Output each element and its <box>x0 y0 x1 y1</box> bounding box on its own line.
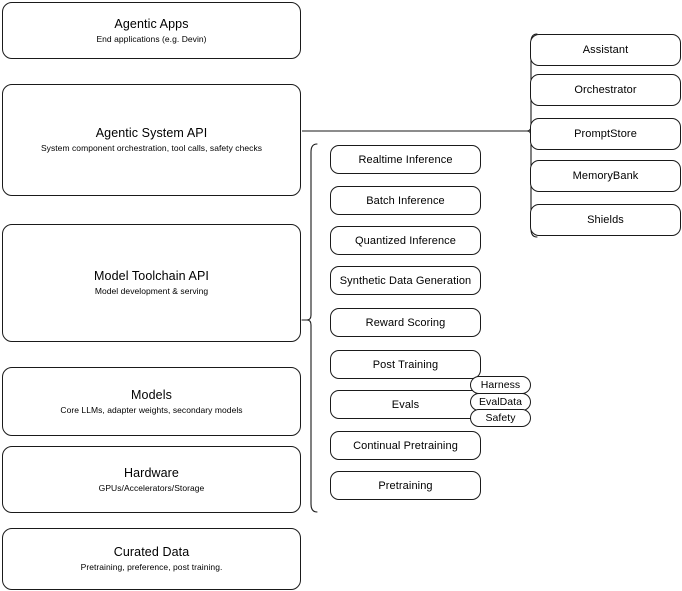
system-component-label: Assistant <box>582 44 629 56</box>
toolchain-component-quantized-inference[interactable]: Quantized Inference <box>330 226 481 255</box>
system-component-label: PromptStore <box>574 128 637 140</box>
system-component-orchestrator[interactable]: Orchestrator <box>530 74 681 106</box>
toolchain-component-label: Evals <box>391 398 420 411</box>
stack-layer-title: Agentic System API <box>95 126 208 140</box>
stack-layer-curated-data[interactable]: Curated Data Pretraining, preference, po… <box>2 528 301 590</box>
toolchain-component-label: Reward Scoring <box>365 316 446 329</box>
evals-subcomponent-label: Safety <box>485 412 516 424</box>
toolchain-component-label: Quantized Inference <box>355 234 456 247</box>
system-component-label: Orchestrator <box>574 84 637 96</box>
toolchain-component-batch-inference[interactable]: Batch Inference <box>330 186 481 215</box>
toolchain-component-label: Pretraining <box>378 479 433 492</box>
evals-subcomponent-label: EvalData <box>478 396 522 408</box>
toolchain-component-label: Batch Inference <box>366 194 445 207</box>
stack-layer-subtitle: End applications (e.g. Devin) <box>96 33 207 44</box>
stack-layer-subtitle: System component orchestration, tool cal… <box>40 143 263 153</box>
stack-layer-subtitle: Pretraining, preference, post training. <box>80 562 223 572</box>
system-component-assistant[interactable]: Assistant <box>530 34 681 66</box>
toolchain-component-synthetic-data-generation[interactable]: Synthetic Data Generation <box>330 266 481 295</box>
stack-layer-subtitle: Model development & serving <box>94 286 209 296</box>
stack-layer-agentic-apps[interactable]: Agentic Apps End applications (e.g. Devi… <box>2 2 301 59</box>
stack-layer-title: Models <box>131 387 172 402</box>
stack-layer-model-toolchain-api[interactable]: Model Toolchain API Model development & … <box>2 224 301 342</box>
evals-subcomponent-label: Harness <box>480 379 521 391</box>
toolchain-component-pretraining[interactable]: Pretraining <box>330 471 481 500</box>
system-component-label: MemoryBank <box>572 170 639 182</box>
evals-subcomponent-safety[interactable]: Safety <box>470 409 531 427</box>
stack-layer-title: Model Toolchain API <box>94 269 209 283</box>
system-component-label: Shields <box>587 214 624 226</box>
toolchain-component-reward-scoring[interactable]: Reward Scoring <box>330 308 481 337</box>
toolchain-component-label: Post Training <box>372 358 439 371</box>
toolchain-component-label: Continual Pretraining <box>353 439 458 452</box>
toolchain-component-realtime-inference[interactable]: Realtime Inference <box>330 145 481 174</box>
stack-layer-hardware[interactable]: Hardware GPUs/Accelerators/Storage <box>2 446 301 513</box>
toolchain-component-label: Realtime Inference <box>358 153 453 166</box>
stack-layer-title: Curated Data <box>113 545 190 559</box>
stack-layer-title: Agentic Apps <box>114 16 189 31</box>
stack-layer-agentic-system-api[interactable]: Agentic System API System component orch… <box>2 84 301 196</box>
toolchain-component-continual-pretraining[interactable]: Continual Pretraining <box>330 431 481 460</box>
stack-layer-models[interactable]: Models Core LLMs, adapter weights, secon… <box>2 367 301 436</box>
system-component-memorybank[interactable]: MemoryBank <box>530 160 681 192</box>
stack-layer-subtitle: GPUs/Accelerators/Storage <box>98 482 205 493</box>
stack-layer-subtitle: Core LLMs, adapter weights, secondary mo… <box>60 404 243 415</box>
system-api-connector <box>302 33 538 238</box>
system-component-promptstore[interactable]: PromptStore <box>530 118 681 150</box>
toolchain-component-label: Synthetic Data Generation <box>339 274 472 287</box>
toolchain-component-evals[interactable]: Evals <box>330 390 481 419</box>
stack-layer-title: Hardware <box>124 465 179 480</box>
evals-subcomponent-harness[interactable]: Harness <box>470 376 531 394</box>
toolchain-component-post-training[interactable]: Post Training <box>330 350 481 379</box>
system-component-shields[interactable]: Shields <box>530 204 681 236</box>
